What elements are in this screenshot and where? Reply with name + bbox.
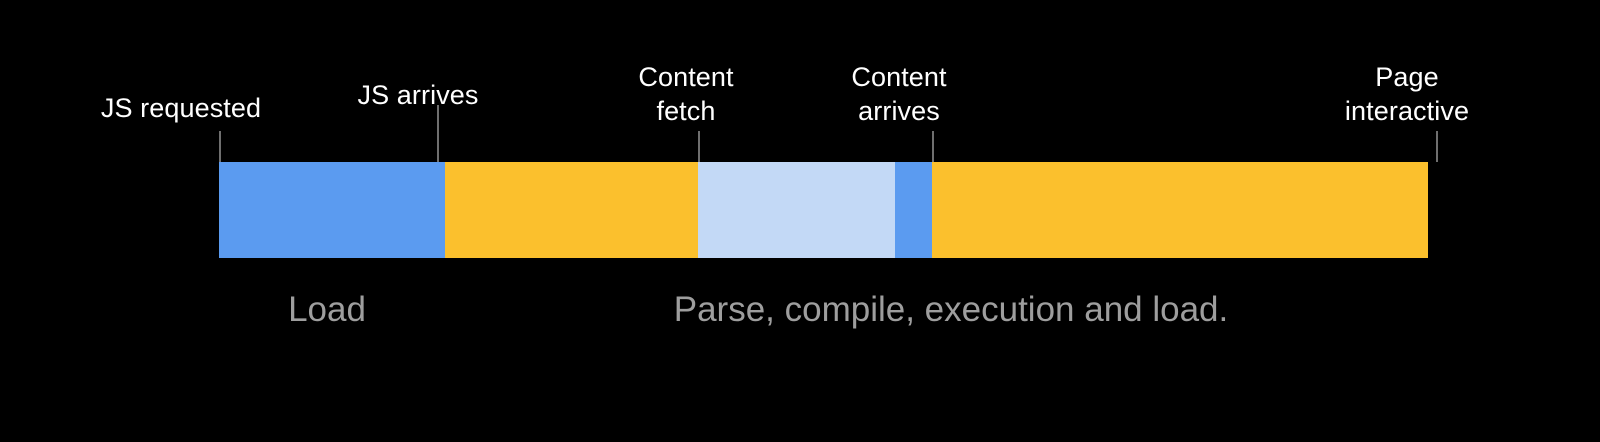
tick-line-js-requested	[219, 131, 221, 162]
segment-load	[219, 162, 445, 258]
tick-line-js-arrives	[437, 105, 439, 162]
marker-label-content-arrives: Content arrives	[851, 62, 947, 126]
marker-label-content-fetch: Content fetch	[638, 62, 734, 126]
segment-content-fetch-wait	[698, 162, 895, 258]
phase-caption-load: Load	[288, 290, 366, 329]
segment-execution-and-load	[932, 162, 1428, 258]
tick-line-page-interactive	[1436, 131, 1438, 162]
segment-parse-compile-execute	[445, 162, 698, 258]
tick-line-content-arrives	[932, 131, 934, 162]
marker-label-js-requested: JS requested	[100, 93, 262, 123]
timeline-bar	[219, 162, 1428, 258]
segment-content-load	[895, 162, 932, 258]
marker-label-js-arrives: JS arrives	[357, 80, 479, 110]
marker-label-page-interactive: Page interactive	[1344, 62, 1470, 126]
tick-line-content-fetch	[698, 131, 700, 162]
phase-caption-parse: Parse, compile, execution and load.	[673, 290, 1229, 329]
